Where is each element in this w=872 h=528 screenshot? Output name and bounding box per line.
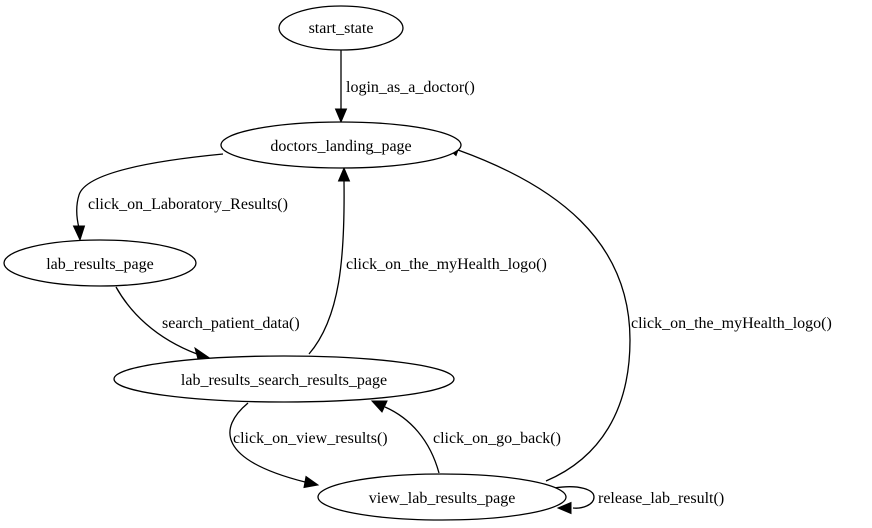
node-view-lab-results-page: view_lab_results_page: [317, 473, 567, 521]
edge-click-on-the-myhealth-logo-from-view: click_on_the_myHealth_logo(): [442, 143, 832, 482]
edge-click-on-laboratory-results: click_on_Laboratory_Results(): [72, 153, 288, 242]
edge-label-search-patient-data: search_patient_data(): [162, 315, 300, 332]
edge-release-lab-result: release_lab_result(): [553, 486, 724, 515]
edge-label-login-as-a-doctor: login_as_a_doctor(): [346, 79, 475, 96]
edge-label-release-lab-result: release_lab_result(): [598, 490, 724, 507]
node-start-state: start_state: [278, 5, 404, 51]
edge-label-click-on-the-myhealth-logo-from-view: click_on_the_myHealth_logo(): [631, 315, 832, 332]
node-label-lab-results-page: lab_results_page: [46, 256, 154, 273]
edge-click-on-go-back: click_on_go_back(): [370, 400, 561, 474]
edge-label-click-on-go-back: click_on_go_back(): [433, 430, 561, 447]
edge-label-click-on-laboratory-results: click_on_Laboratory_Results(): [88, 196, 288, 213]
node-label-lab-results-search-results-page: lab_results_search_results_page: [181, 372, 387, 389]
edge-search-patient-data: search_patient_data(): [115, 286, 300, 360]
edge-click-on-the-myhealth-logo-from-search: click_on_the_myHealth_logo(): [308, 166, 547, 355]
node-lab-results-search-results-page: lab_results_search_results_page: [113, 355, 455, 403]
edge-label-click-on-view-results: click_on_view_results(): [233, 430, 388, 447]
node-label-view-lab-results-page: view_lab_results_page: [369, 490, 516, 507]
node-lab-results-page: lab_results_page: [3, 239, 197, 287]
edge-label-click-on-the-myhealth-logo-from-search: click_on_the_myHealth_logo(): [346, 256, 547, 273]
edge-login-as-a-doctor: login_as_a_doctor(): [334, 50, 475, 124]
node-label-start-state: start_state: [309, 20, 374, 37]
edge-click-on-view-results: click_on_view_results(): [229, 402, 388, 489]
node-doctors-landing-page: doctors_landing_page: [220, 121, 462, 169]
node-label-doctors-landing-page: doctors_landing_page: [270, 138, 411, 155]
